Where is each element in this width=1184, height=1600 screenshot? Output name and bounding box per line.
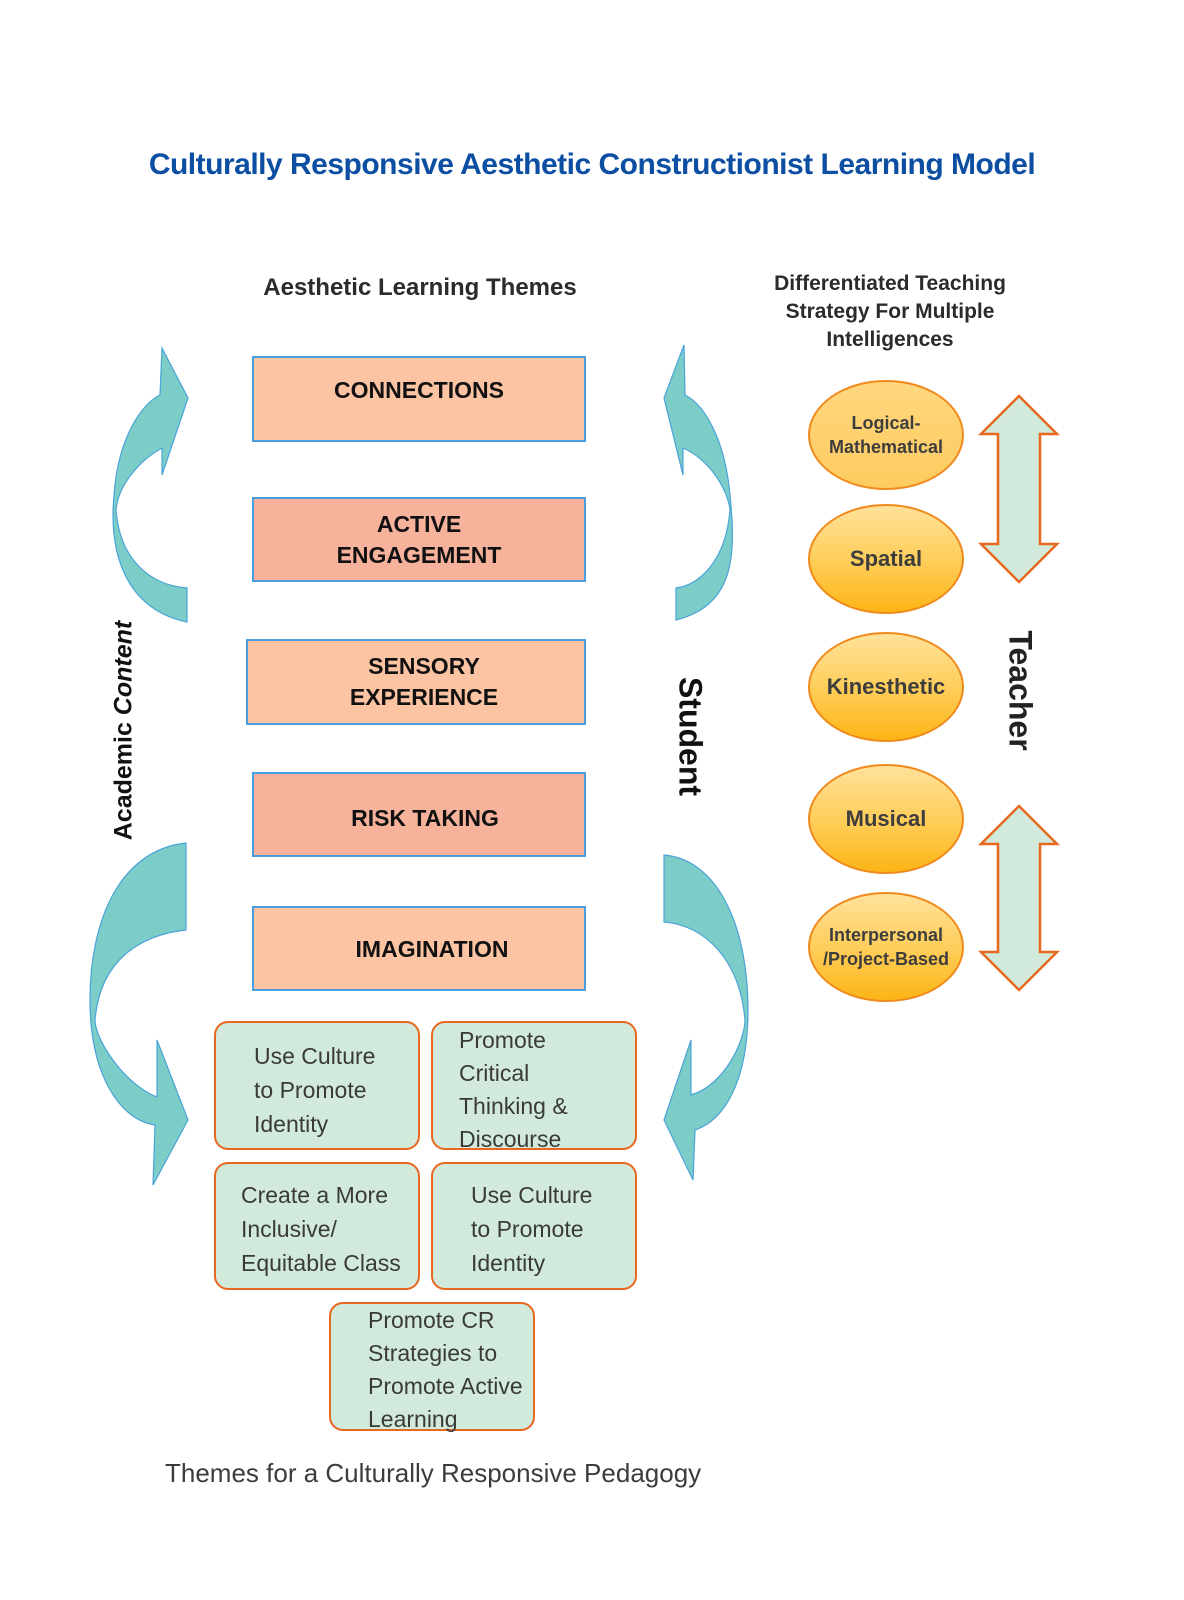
intelligence-logical-mathematical: Logical- Mathematical <box>808 380 964 490</box>
intelligence-musical: Musical <box>808 764 964 874</box>
cr-theme-label: Use Culture to Promote Identity <box>254 1043 376 1137</box>
arrow-top-right <box>663 344 733 621</box>
cr-theme-label: Promote CR Strategies to Promote Active … <box>368 1307 523 1432</box>
theme-label: RISK TAKING <box>351 805 499 831</box>
theme-sensory-experience: SENSORY EXPERIENCE <box>246 639 586 725</box>
theme-label: SENSORY EXPERIENCE <box>349 653 499 710</box>
arrow-top-left <box>112 345 189 623</box>
intelligence-label: Musical <box>845 806 927 831</box>
diagram-caption: Themes for a Culturally Responsive Pedag… <box>165 1458 702 1488</box>
theme-label: ACTIVE ENGAGEMENT <box>336 510 502 568</box>
cr-theme-culture-identity-1: Use Culture to Promote Identity <box>214 1021 420 1150</box>
themes-heading: Aesthetic Learning Themes <box>263 274 577 301</box>
academic-label-regular: Academic <box>109 715 138 841</box>
diagram-title: Culturally Responsive Aesthetic Construc… <box>148 148 1036 181</box>
intelligence-spatial: Spatial <box>808 504 964 614</box>
intelligence-interpersonal: Interpersonal /Project-Based <box>808 892 964 1002</box>
cr-theme-active-learning: Promote CR Strategies to Promote Active … <box>329 1302 535 1432</box>
teacher-label: Teacher <box>1002 630 1039 751</box>
student-label: Student <box>672 676 709 797</box>
theme-risk-taking: RISK TAKING <box>252 772 586 857</box>
arrow-bottom-left <box>89 842 189 1186</box>
double-arrow-bottom-icon <box>977 804 1061 992</box>
cr-theme-label: Use Culture to Promote Identity <box>471 1182 593 1276</box>
theme-imagination: IMAGINATION <box>252 906 586 991</box>
strategy-heading: Differentiated Teaching Strategy For Mul… <box>774 272 1006 351</box>
arrow-bottom-right <box>663 854 749 1181</box>
cr-theme-label: Promote Critical Thinking & Discourse <box>459 1027 568 1152</box>
cr-theme-inclusive-class: Create a More Inclusive/ Equitable Class <box>214 1162 420 1290</box>
intelligence-label: Spatial <box>849 546 923 571</box>
intelligence-label: Kinesthetic <box>826 674 946 699</box>
theme-active-engagement: ACTIVE ENGAGEMENT <box>252 497 586 582</box>
cr-theme-label: Create a More Inclusive/ Equitable Class <box>241 1182 401 1276</box>
academic-content-label: Academic Content <box>110 601 139 861</box>
intelligence-label: Interpersonal /Project-Based <box>822 925 950 969</box>
academic-label-italic: Content <box>109 620 138 716</box>
theme-label: IMAGINATION <box>355 936 509 962</box>
intelligence-kinesthetic: Kinesthetic <box>808 632 964 742</box>
cr-theme-culture-identity-2: Use Culture to Promote Identity <box>431 1162 637 1290</box>
theme-connections: CONNECTIONS <box>252 356 586 442</box>
intelligence-label: Logical- Mathematical <box>828 413 944 457</box>
double-arrow-top-icon <box>977 394 1061 584</box>
theme-label: CONNECTIONS <box>334 376 504 403</box>
cr-theme-critical-thinking: Promote Critical Thinking & Discourse <box>431 1021 637 1152</box>
